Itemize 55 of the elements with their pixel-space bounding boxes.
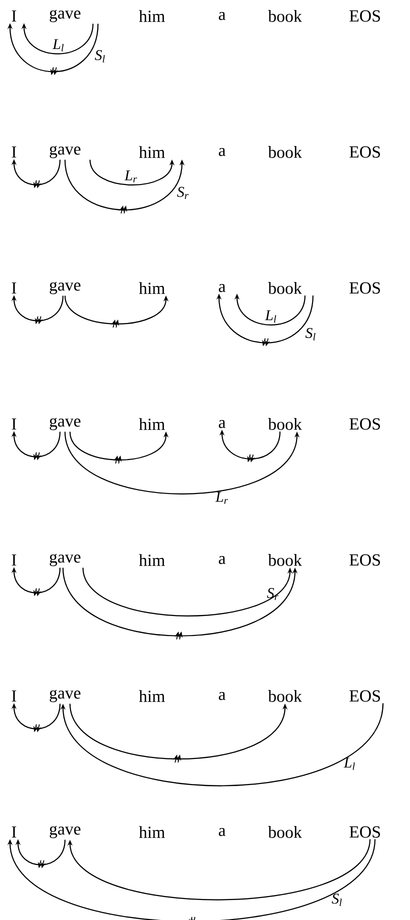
word: him <box>139 826 165 838</box>
word: EOS <box>349 282 380 294</box>
word: book <box>268 418 302 430</box>
word: a <box>218 692 226 700</box>
word: gave <box>50 10 80 22</box>
word: EOS <box>349 690 380 702</box>
word: a <box>218 828 226 836</box>
word: EOS <box>349 418 380 430</box>
edge-label: S$_{l}$ <box>332 894 342 906</box>
edge-label: L$_{l}$ <box>52 39 64 52</box>
arc <box>60 703 384 786</box>
word: I <box>12 146 16 158</box>
word: him <box>139 418 165 430</box>
word: a <box>218 148 226 156</box>
word: him <box>139 554 165 566</box>
word: EOS <box>349 554 380 566</box>
edge-label: S$_{l}$ <box>94 50 105 62</box>
word: book <box>268 554 302 566</box>
word: book <box>268 10 302 22</box>
word: gave <box>50 554 80 566</box>
edge-label: L$_{r}$ <box>215 492 228 504</box>
edge-label: L$_{l}$ <box>344 758 355 770</box>
word: I <box>12 418 16 430</box>
word: gave <box>50 690 80 702</box>
word: book <box>268 690 302 702</box>
word: book <box>268 146 302 158</box>
word: a <box>218 556 226 564</box>
word: EOS <box>349 10 380 22</box>
edge-label: S$_{l}$ <box>305 328 316 340</box>
word: a <box>218 284 226 292</box>
word: a <box>218 420 226 428</box>
word: I <box>12 10 16 22</box>
word: book <box>268 826 302 838</box>
edge-label: L$_{l}$ <box>264 310 276 322</box>
word: I <box>12 282 16 294</box>
arc <box>67 839 371 900</box>
word: gave <box>50 282 80 294</box>
word: a <box>218 12 226 20</box>
word: EOS <box>349 826 380 838</box>
edge-label: S$_{r}$ <box>177 186 188 199</box>
word: gave <box>50 826 80 838</box>
word: I <box>12 690 16 702</box>
word: I <box>12 554 16 566</box>
word: gave <box>50 418 80 430</box>
edge-label: L$_{r}$ <box>124 170 137 182</box>
word: gave <box>50 146 80 158</box>
word: I <box>12 826 16 838</box>
word: him <box>139 690 165 702</box>
word: EOS <box>349 146 380 158</box>
edge-label: S$_{r}$ <box>267 588 278 600</box>
word: him <box>139 282 165 294</box>
word: book <box>268 282 302 294</box>
word: him <box>139 146 165 158</box>
word: him <box>139 10 165 22</box>
arc <box>7 839 376 920</box>
